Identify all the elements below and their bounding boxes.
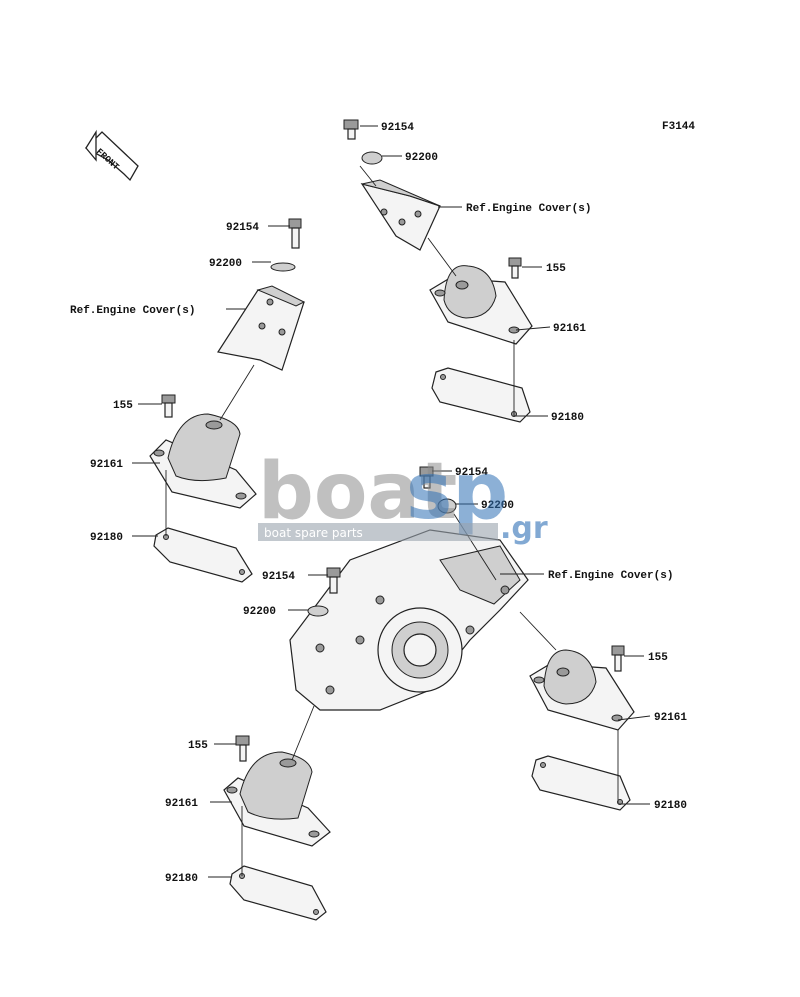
washer-icon: [270, 262, 296, 272]
mount-plate-icon: [153, 527, 253, 583]
bolt-icon: [235, 735, 250, 762]
bolt-icon: [288, 218, 302, 249]
bolt-icon: [611, 645, 625, 672]
callout-label: 92200: [209, 258, 242, 270]
washer-icon: [361, 151, 383, 165]
bolt-icon: [419, 466, 434, 489]
callout-label: 155: [648, 652, 668, 664]
callout-label: 92161: [654, 712, 687, 724]
callout-label: 92180: [90, 532, 123, 544]
engine-mount-icon: [223, 751, 331, 847]
front-arrow-icon: FRONT: [84, 129, 139, 182]
callout-label: 92154: [226, 222, 259, 234]
engine-cover-bracket-icon: [217, 285, 306, 371]
callout-label: 92154: [455, 467, 488, 479]
watermark-accent: sp: [406, 447, 508, 537]
bolt-icon: [508, 257, 522, 279]
leader-lines: [132, 125, 651, 878]
callout-label: 92180: [654, 800, 687, 812]
mount-plate-icon: [229, 865, 327, 921]
callout-label: 92200: [405, 152, 438, 164]
engine-cover-bracket-icon: [360, 179, 441, 251]
engine-mount-icon: [529, 649, 635, 731]
watermark-logo: boat sp .gr boat spare parts: [258, 447, 548, 546]
mount-plate-icon: [531, 755, 631, 811]
callout-label: 92154: [381, 122, 414, 134]
watermark-main: boat: [258, 447, 457, 537]
engine-mount-icon: [429, 265, 533, 345]
callout-label: 92161: [553, 323, 586, 335]
callout-label: 92161: [165, 798, 198, 810]
callout-label: 155: [546, 263, 566, 275]
watermark-suffix: .gr: [500, 511, 548, 546]
callout-label: 92180: [551, 412, 584, 424]
engine-case-icon: [289, 529, 529, 711]
callout-label: 155: [113, 400, 133, 412]
callout-label: Ref.Engine Cover(s): [466, 203, 591, 215]
callout-label: Ref.Engine Cover(s): [70, 305, 195, 317]
callout-label: 92180: [165, 873, 198, 885]
callout-label: 92154: [262, 571, 295, 583]
mount-plate-icon: [431, 367, 531, 423]
callout-label: 92161: [90, 459, 123, 471]
watermark-tagline: boat spare parts: [264, 526, 363, 540]
bolt-icon: [161, 394, 176, 418]
callout-label: 155: [188, 740, 208, 752]
washer-icon: [307, 605, 329, 617]
bolt-icon: [343, 119, 359, 140]
callout-label: 92200: [243, 606, 276, 618]
engine-mount-icon: [149, 413, 257, 509]
figure-code: F3144: [662, 121, 695, 133]
callout-label: 92200: [481, 500, 514, 512]
washer-icon: [437, 498, 457, 514]
callout-labels: 92154 92200 Ref.Engine Cover(s) 155 9216…: [70, 122, 687, 885]
bolt-icon: [326, 567, 341, 594]
callout-label: Ref.Engine Cover(s): [548, 570, 673, 582]
